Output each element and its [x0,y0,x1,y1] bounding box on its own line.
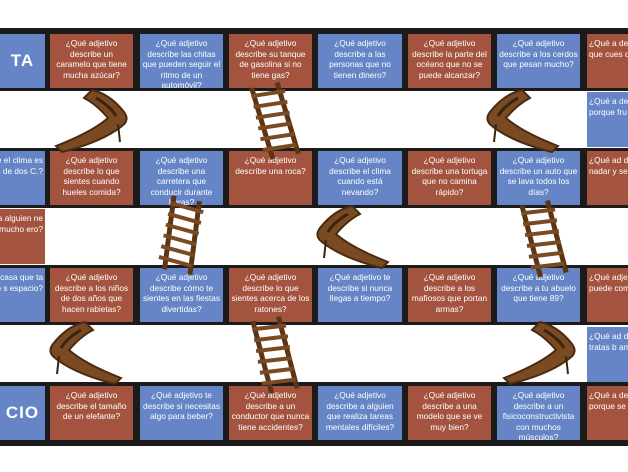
slide-icon [49,320,123,386]
ladder-icon [158,195,204,276]
board-square: ¿Qué adjetivo describe a los cerdos que … [497,34,580,88]
square-text: ¿Qué adjetivo te describe si nunca llega… [327,272,393,303]
square-text: ¿Qué adjetivo describe una carretera que… [150,155,213,205]
board-square: ¿Qué adjetivo describe a un conductor qu… [229,386,312,440]
square-text: TA [10,50,35,70]
square-text: ¿Qué adjetivo describe una tortuga que n… [411,155,488,197]
board-square: ¿Qué adjet una jiraf puede com árb [587,268,628,322]
board-square: ¿Qué adjetivo describe lo que sientes cu… [50,151,133,205]
square-text: ¿Qué adjetivo describe las chitas que pu… [142,38,221,88]
square-text: ¿Qué adjetivo describe a los niños de do… [54,272,129,314]
board-square: ¿Qué adjetivo describe lo que sientes ac… [229,268,312,322]
board-square: adjetivo a casa que ta si no s espacio? [0,268,45,322]
square-text: ¿Qué ad describe d nadar y sec [589,155,628,176]
board-square: ¿Qué adjetivo describe a los mafiosos qu… [408,268,491,322]
slide-icon [486,88,560,154]
square-text: ¿Qué adjetivo describe a los cerdos que … [499,38,578,69]
square-text: ¿Qué adjetivo te describe si necesitas a… [142,390,220,421]
square-text: ¿Qué adjet una jiraf puede com árb [589,272,628,293]
square-text: ¿Qué adjetivo describe a las personas qu… [329,38,391,80]
board-square: ¿Qué adjetivo describe cómo te sientes e… [140,268,223,322]
board-square: ¿Qué ad describe tratas b ami [587,327,628,382]
board-square: ¿Qué adjetivo describe el tamaño de un e… [50,386,133,440]
board-square: adjetivo a alguien ne mucho ero? [0,209,45,264]
ladder-icon [250,316,300,394]
square-text: ¿Qué a describe porque se [589,390,628,411]
square-text: ¿Qué ad describe tratas b ami [589,331,628,352]
slide-icon [316,204,390,270]
board-square: ¿Qué adjetivo describe el clima cuando e… [318,151,402,205]
square-text: adjetivo e el clima es más de dos C.? [0,155,43,176]
square-text: ¿Qué adjetivo describe a un conductor qu… [231,390,310,432]
board-square: ¿Qué adjetivo te describe si nunca llega… [318,268,402,322]
square-text: CIO [5,402,40,422]
ladder-icon [519,200,569,278]
square-text: ¿Qué adjetivo describe un caramelo que t… [56,38,127,80]
board-square: ¿Qué adjetivo describe las chitas que pu… [140,34,223,88]
board-square: ¿Qué a describe que cues dine [587,34,628,88]
board-square: ¿Qué ad describe d nadar y sec [587,151,628,205]
board-square: ¿Qué adjetivo describe un caramelo que t… [50,34,133,88]
square-text: ¿Qué adjetivo describe el clima cuando e… [329,155,391,197]
square-text: ¿Qué adjetivo describe lo que sientes cu… [62,155,121,197]
square-text: ¿Qué adjetivo describe una roca? [235,155,306,176]
ladder-icon [249,81,301,160]
board-square: adjetivo e el clima es más de dos C.? [0,151,45,205]
board-square: ¿Qué adjetivo describe a alguien que rea… [318,386,402,440]
board-square: ¿Qué adjetivo describe a las personas qu… [318,34,402,88]
board-square: ¿Qué adjetivo describe una carretera que… [140,151,223,205]
slide-icon [502,320,576,386]
board-square: ¿Qué adjetivo describe su tanque de gaso… [229,34,312,88]
square-text: ¿Qué adjetivo describe cómo te sientes e… [142,272,221,314]
square-text: ¿Qué adjetivo describe a alguien que rea… [325,390,395,432]
square-text: ¿Qué adjetivo describe a una modelo que … [416,390,483,432]
square-text: adjetivo a casa que ta si no s espacio? [0,272,43,293]
board-square: ¿Qué adjetivo describe a un fisicoconstr… [497,386,580,440]
board-square: ¿Qué adjetivo describe una roca? [229,151,312,205]
board-square: ¿Qué adjetivo describe a los niños de do… [50,268,133,322]
square-text: ¿Qué adjetivo describe a un fisicoconstr… [502,390,575,440]
square-text: ¿Qué a describe le porque fru [589,96,628,117]
board-square: ¿Qué a describe le porque fru [587,92,628,147]
square-text: ¿Qué adjetivo describe un auto que se la… [499,155,578,197]
finish-square: TA [0,34,45,88]
board-square: ¿Qué adjetivo describe a una modelo que … [408,386,491,440]
board-square: ¿Qué adjetivo describe un auto que se la… [497,151,580,205]
square-text: ¿Qué adjetivo describe a los mafiosos qu… [411,272,488,314]
board-square: ¿Qué adjetivo describe la parte del océa… [408,34,491,88]
square-text: adjetivo a alguien ne mucho ero? [0,213,43,234]
square-text: ¿Qué adjetivo describe el tamaño de un e… [56,390,127,421]
board-square: ¿Qué adjetivo describe una tortuga que n… [408,151,491,205]
square-text: ¿Qué a describe que cues dine [589,38,628,59]
square-text: ¿Qué adjetivo describe su tanque de gaso… [235,38,306,80]
slide-icon [54,88,128,154]
square-text: ¿Qué adjetivo describe la parte del océa… [412,38,487,80]
board-square: ¿Qué adjetivo te describe si necesitas a… [140,386,223,440]
square-text: ¿Qué adjetivo describe lo que sientes ac… [231,272,310,314]
board-square: ¿Qué a describe porque se [587,386,628,440]
start-square: CIO [0,386,45,440]
